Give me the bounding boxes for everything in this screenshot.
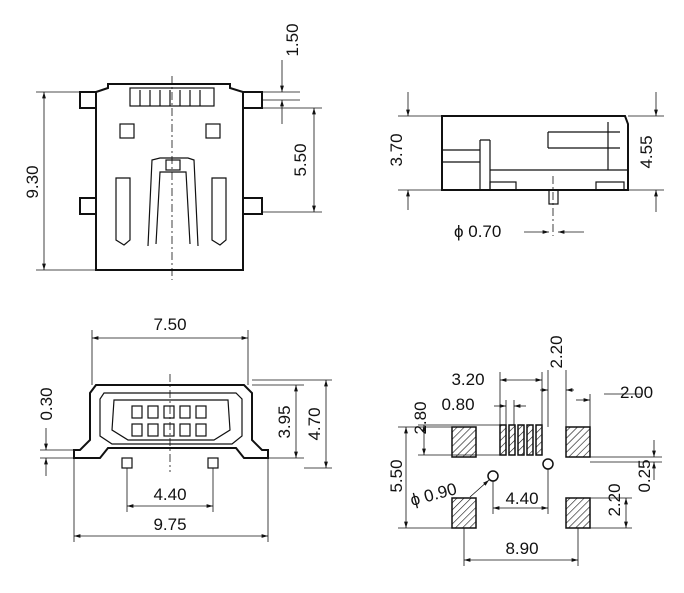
dim-label: 2.00 xyxy=(620,383,653,402)
dim-label: 9.75 xyxy=(153,515,186,534)
side-view: 3.70 4.55 ϕ 0.70 xyxy=(387,92,664,241)
dim-label: 0.25 xyxy=(635,459,654,492)
dim-label: 3.95 xyxy=(275,405,294,438)
top-view: 9.30 1.50 5.50 xyxy=(23,23,322,280)
dim-label: 1.50 xyxy=(283,23,302,56)
dim-label: 4.70 xyxy=(305,407,324,440)
dim-label: 2.20 xyxy=(547,335,566,368)
dim-label: 2.80 xyxy=(411,401,430,434)
dim-label: 5.50 xyxy=(387,459,406,492)
dim-label: 2.20 xyxy=(605,483,624,516)
dim-label: 4.40 xyxy=(505,489,538,508)
dim-label: ϕ 0.90 xyxy=(408,479,459,510)
dim-label: 0.80 xyxy=(441,395,474,414)
dim-label: 8.90 xyxy=(505,539,538,558)
dim-label: 3.70 xyxy=(387,133,406,166)
front-view: 7.50 0.30 3.95 4.70 4.40 9.75 xyxy=(37,315,332,542)
dim-label: 5.50 xyxy=(291,143,310,176)
dim-label: 0.30 xyxy=(37,387,56,420)
dim-label: 9.30 xyxy=(23,165,42,198)
dim-label: 7.50 xyxy=(153,315,186,334)
dim-label: ϕ 0.70 xyxy=(454,222,501,241)
footprint-view: 3.20 2.20 2.00 0.80 2.80 5.50 ϕ 0.90 xyxy=(387,335,662,566)
dim-label: 4.40 xyxy=(153,485,186,504)
dim-label: 4.55 xyxy=(637,135,656,168)
dim-label: 3.20 xyxy=(451,370,484,389)
